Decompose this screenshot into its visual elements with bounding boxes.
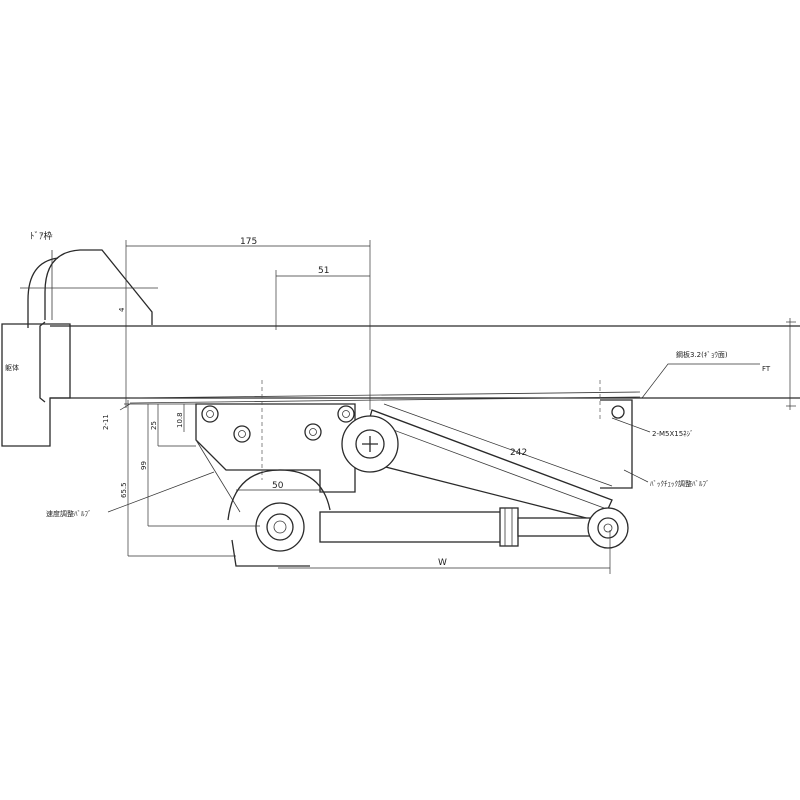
door-leaf (50, 325, 800, 404)
dim-175: 175 (240, 237, 257, 247)
plate-callout: 鋼板3.2(ｷﾞｮｳ面) (676, 350, 728, 359)
dim-4: 4 (118, 307, 126, 312)
cylinder-unit (227, 469, 629, 567)
dim-51: 51 (318, 266, 329, 276)
main-arm (357, 409, 613, 523)
dim-242: 242 (510, 448, 527, 458)
dim-50: 50 (272, 481, 284, 491)
door-frame-label: ﾄﾞｱ枠 (30, 230, 53, 242)
backcheck-valve-callout: ﾊﾞｯｸﾁｪｯｸ調整ﾊﾞﾙﾌﾞ (650, 479, 710, 488)
right-end-label: FT (762, 365, 771, 373)
pivot-hub (341, 415, 399, 473)
dim-10-8: 10.8 (176, 412, 184, 428)
screw-callout: 2-M5X15ﾈｼﾞ (652, 430, 694, 438)
dim-99: 99 (140, 461, 148, 470)
dim-65-5: 65.5 (120, 482, 128, 498)
speed-valve-callout: 速度調整ﾊﾞﾙﾌﾞ (46, 509, 92, 518)
dim-2-11: 2-11 (102, 414, 110, 430)
dim-w: W (438, 558, 447, 568)
dim-25: 25 (150, 421, 158, 430)
wall-label: 躯体 (5, 363, 19, 372)
callout-leaders (107, 363, 760, 513)
wall-block (1, 323, 71, 447)
arm-bracket (600, 399, 633, 489)
right-end-ticks (786, 318, 796, 410)
dimension-lines (124, 240, 613, 574)
